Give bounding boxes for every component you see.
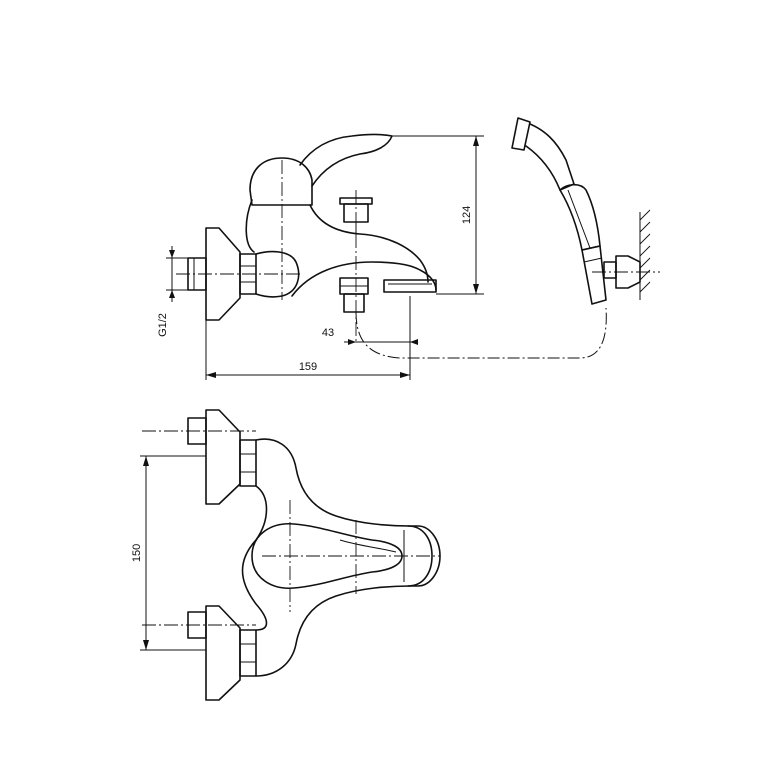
hand-shower [511,117,607,305]
lever-handle [299,133,393,187]
ball-connector [255,250,300,298]
shower-outlet-nut [339,277,369,295]
offset-label: 43 [322,327,334,339]
spout-top [309,204,429,283]
body-spout [245,199,437,297]
dimension-height: 124 [392,135,484,295]
top-body [255,438,441,677]
side-view [176,133,437,344]
top-body-left [241,485,268,631]
shower-grip [581,245,607,305]
spacing-label: 150 [131,544,143,562]
spout-tip [383,279,437,293]
spout-tip-top [407,525,433,587]
diverter-top [339,197,373,205]
lower-flange [205,605,241,701]
length-label: 159 [299,361,317,373]
wall-hatch [639,209,651,293]
cartridge-cap [249,157,313,206]
height-label: 124 [461,206,473,224]
shower-holder [592,209,660,300]
shower-hose [355,307,607,359]
upper-nut [239,439,257,487]
dimension-spacing: 150 [131,455,206,651]
thread-label: G1/2 [157,313,169,337]
top-view [142,409,441,701]
lower-nut [239,629,257,677]
dimension-offset: 43 [322,296,418,380]
dimension-thread: G1/2 [157,246,188,337]
upper-flange [205,409,241,505]
inlet-stub [187,257,207,291]
diverter-knob [343,203,369,223]
holder-clip [603,261,617,279]
shower-neck [525,123,575,191]
shower-handle [559,183,601,251]
shower-outlet [343,293,365,313]
shower-head [511,117,531,151]
dimension-length: 159 [205,320,410,380]
